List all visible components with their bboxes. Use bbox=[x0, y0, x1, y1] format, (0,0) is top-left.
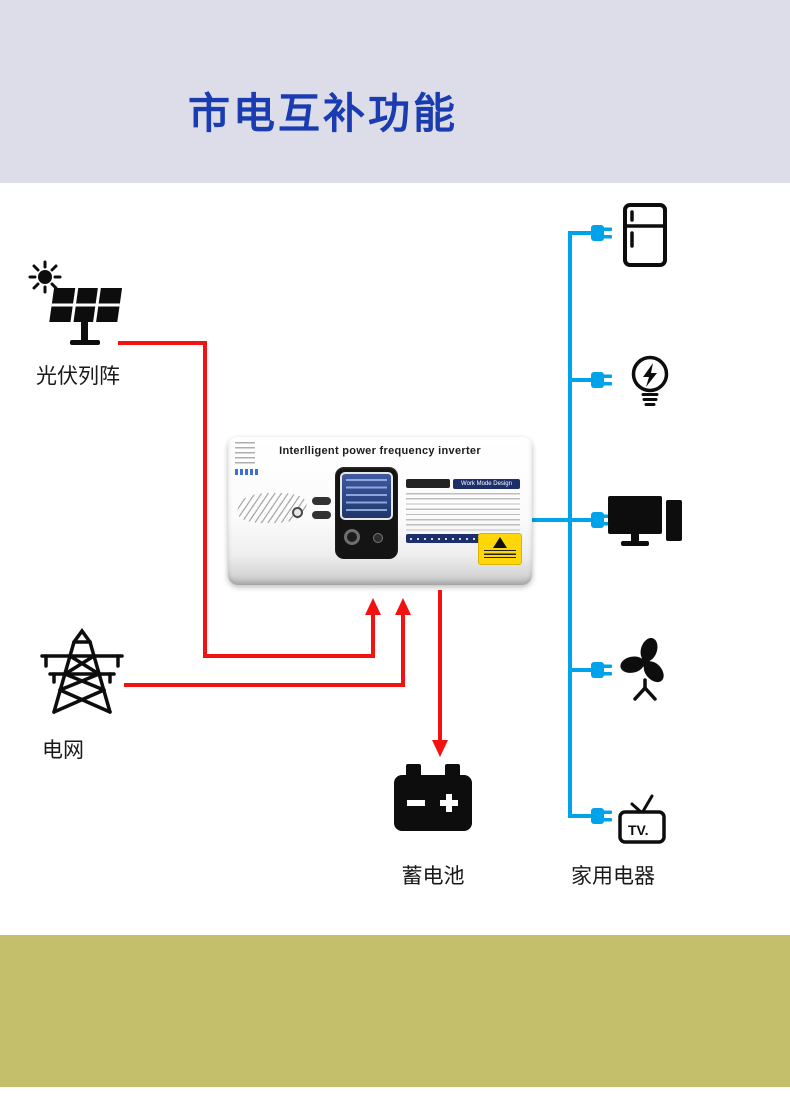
pv-array-node bbox=[28, 260, 132, 356]
plug-icon bbox=[591, 372, 612, 388]
inverter-switch-button bbox=[312, 511, 331, 519]
inverter-switch-button bbox=[312, 497, 331, 505]
battery-label: 蓄电池 bbox=[401, 865, 465, 888]
appliances-label: 家用电器 bbox=[571, 865, 655, 888]
battery-node bbox=[394, 760, 472, 844]
warning-text-lines bbox=[484, 550, 516, 558]
plug-icon bbox=[591, 662, 612, 678]
spec-footer-bar bbox=[406, 534, 520, 543]
fan-node bbox=[618, 637, 672, 704]
fan-icon bbox=[620, 637, 664, 701]
grid-node bbox=[38, 626, 126, 714]
inverter-brand-logo bbox=[235, 469, 259, 475]
footer-band bbox=[0, 935, 790, 1087]
header-band: 市电互补功能 bbox=[0, 0, 790, 183]
monitor-node bbox=[608, 496, 682, 548]
battery-plus-icon bbox=[446, 794, 452, 812]
page-title: 市电互补功能 bbox=[188, 90, 459, 137]
inverter-port bbox=[344, 529, 360, 545]
arrow-down-icon bbox=[432, 740, 448, 757]
arrow-up-icon bbox=[395, 598, 411, 615]
solar-panel-icon bbox=[28, 260, 123, 345]
arrow-up-icon bbox=[365, 598, 381, 615]
plug-icon bbox=[591, 225, 612, 241]
plug-icon bbox=[591, 808, 612, 824]
wire-grid-to-inverter bbox=[124, 613, 405, 687]
fridge-node bbox=[622, 202, 668, 268]
inverter-lcd-screen bbox=[340, 472, 393, 520]
inverter-small-button bbox=[373, 533, 383, 543]
monitor-icon bbox=[608, 496, 682, 546]
battery-minus-icon bbox=[407, 800, 425, 806]
pv-array-label: 光伏列阵 bbox=[36, 365, 120, 388]
light-bulb-icon bbox=[631, 355, 669, 406]
tv-text: TV. bbox=[628, 822, 649, 838]
power-tower-icon bbox=[40, 628, 124, 714]
spec-text-lines bbox=[406, 493, 520, 531]
fridge-icon bbox=[623, 203, 667, 267]
bulb-node bbox=[626, 352, 674, 416]
spec-header-left bbox=[406, 479, 450, 488]
wire-appliance-trunk bbox=[568, 231, 592, 818]
work-mode-label: Work Mode Design bbox=[453, 479, 520, 489]
spec-header: Work Mode Design bbox=[406, 479, 520, 489]
pc-tower-icon bbox=[666, 500, 682, 541]
inverter-device: Interlligent power frequency inverter Wo… bbox=[228, 437, 532, 585]
inverter-corner-marks bbox=[235, 442, 255, 466]
lightning-bolt-icon bbox=[643, 363, 657, 387]
warning-label bbox=[478, 533, 522, 565]
inverter-spec-label: Work Mode Design bbox=[406, 479, 520, 551]
lcd-readout bbox=[346, 479, 387, 513]
sun-icon bbox=[28, 260, 62, 294]
warning-triangle-icon bbox=[493, 537, 507, 548]
blue-wires bbox=[531, 231, 592, 818]
inverter-title: Interlligent power frequency inverter bbox=[279, 445, 481, 457]
tv-node: TV. bbox=[618, 792, 668, 844]
grid-label: 电网 bbox=[42, 739, 84, 762]
red-arrowheads bbox=[365, 598, 448, 757]
tv-icon: TV. bbox=[618, 794, 666, 844]
inverter-control-panel bbox=[335, 467, 398, 559]
battery-icon bbox=[394, 764, 472, 831]
inverter-round-button bbox=[292, 507, 303, 518]
